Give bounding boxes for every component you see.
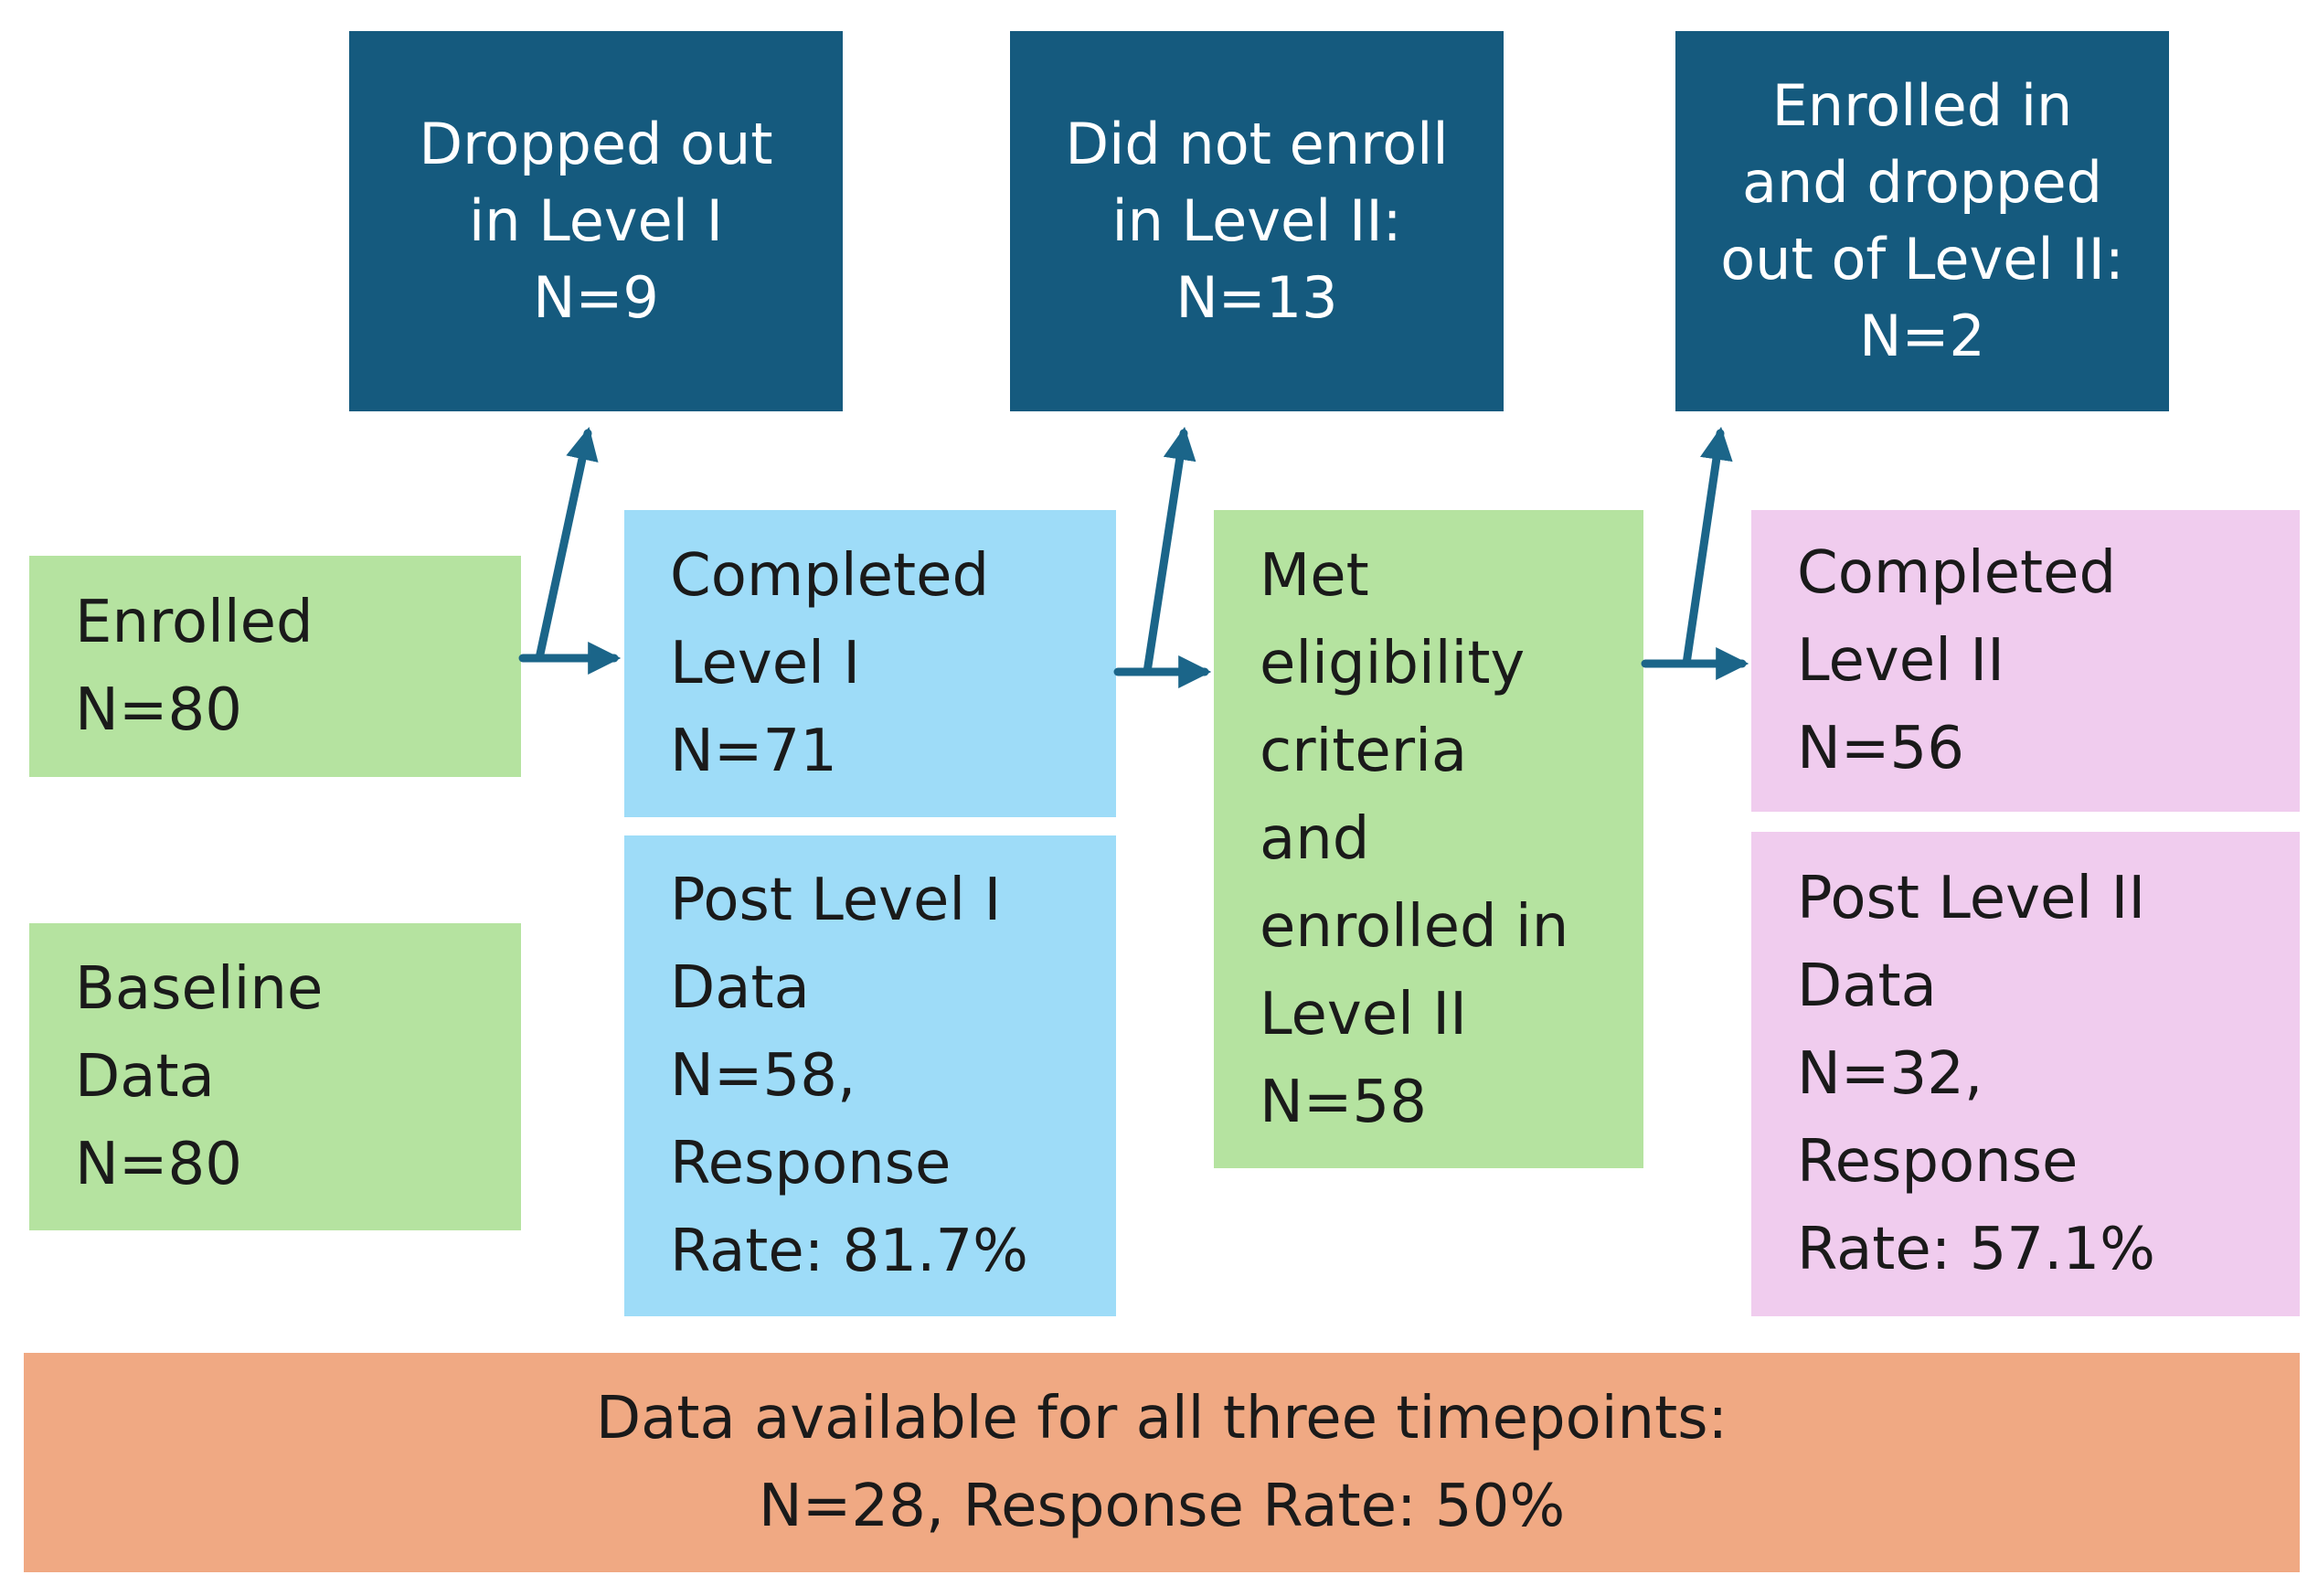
node-line: criteria [1260, 718, 1468, 785]
node-line: and [1260, 805, 1370, 873]
node-line: Rate: 57.1% [1797, 1216, 2155, 1283]
node-dropped-level-1: Dropped out in Level I N=9 [349, 31, 843, 411]
node-line: in Level I [469, 187, 723, 254]
node-line: Did not enroll [1065, 111, 1449, 177]
node-line: Completed [1797, 539, 2117, 607]
node-completed-level-1: Completed Level I N=71 [624, 510, 1116, 817]
arrow-branch-to-not-enroll-level-2 [1143, 426, 1196, 676]
node-line: Data [1797, 952, 1937, 1020]
node-not-enroll-level-2: Did not enroll in Level II: N=13 [1010, 31, 1504, 411]
node-line: N=2 [1859, 303, 1985, 369]
node-line: Level II [1260, 981, 1468, 1048]
node-line: N=56 [1797, 715, 1964, 782]
node-line: in Level II: [1111, 187, 1402, 254]
node-line: Level II [1797, 627, 2005, 695]
node-line: N=32, [1797, 1040, 1983, 1108]
node-dropped-level-2: Enrolled in and dropped out of Level II:… [1675, 31, 2169, 411]
node-line: Met [1260, 542, 1369, 610]
node-line: N=13 [1175, 264, 1338, 331]
node-all-timepoints: Data available for all three timepoints:… [24, 1353, 2300, 1572]
node-post-level-1-data: Post Level I Data N=58, Response Rate: 8… [624, 835, 1116, 1316]
node-line: N=58, [670, 1042, 856, 1110]
node-line: Baseline [75, 955, 324, 1023]
arrow-branch-to-dropped-level-2 [1682, 426, 1733, 668]
node-line: N=58 [1260, 1069, 1427, 1136]
node-line: eligibility [1260, 630, 1526, 697]
node-enrolled: Enrolled N=80 [29, 556, 521, 777]
node-line: Rate: 81.7% [670, 1218, 1028, 1285]
node-completed-level-2: Completed Level II N=56 [1751, 510, 2300, 812]
node-eligible-level-2: Met eligibility criteria and enrolled in… [1214, 510, 1643, 1168]
node-line: N=71 [670, 718, 837, 785]
node-line: Data [670, 954, 810, 1022]
node-baseline-data: Baseline Data N=80 [29, 923, 521, 1230]
node-not-enroll-level-2-text: Did not enroll in Level II: N=13 [1065, 106, 1448, 336]
node-dropped-level-1-text: Dropped out in Level I N=9 [419, 106, 772, 336]
node-line: Response [1797, 1128, 2079, 1196]
node-line: Level I [670, 630, 861, 697]
node-dropped-level-2-text: Enrolled in and dropped out of Level II:… [1720, 68, 2124, 375]
node-line: Post Level I [670, 867, 1002, 934]
node-line: Response [670, 1130, 952, 1197]
node-line: N=28, Response Rate: 50% [758, 1473, 1566, 1540]
node-post-level-2-data: Post Level II Data N=32, Response Rate: … [1751, 832, 2300, 1316]
node-line: Enrolled [75, 589, 314, 656]
node-line: and dropped [1742, 149, 2102, 216]
node-line: enrolled in [1260, 893, 1569, 961]
node-line: Dropped out [419, 111, 773, 177]
node-line: Data available for all three timepoints: [595, 1385, 1728, 1452]
node-line: Post Level II [1797, 865, 2146, 932]
node-line: Enrolled in [1771, 72, 2073, 139]
node-line: N=80 [75, 676, 242, 744]
node-line: N=9 [533, 264, 659, 331]
node-line: Data [75, 1043, 215, 1111]
node-line: out of Level II: [1720, 226, 2124, 293]
node-line: N=80 [75, 1131, 242, 1198]
node-line: Completed [670, 542, 990, 610]
arrow-branch-to-dropped-level-1 [535, 426, 599, 663]
